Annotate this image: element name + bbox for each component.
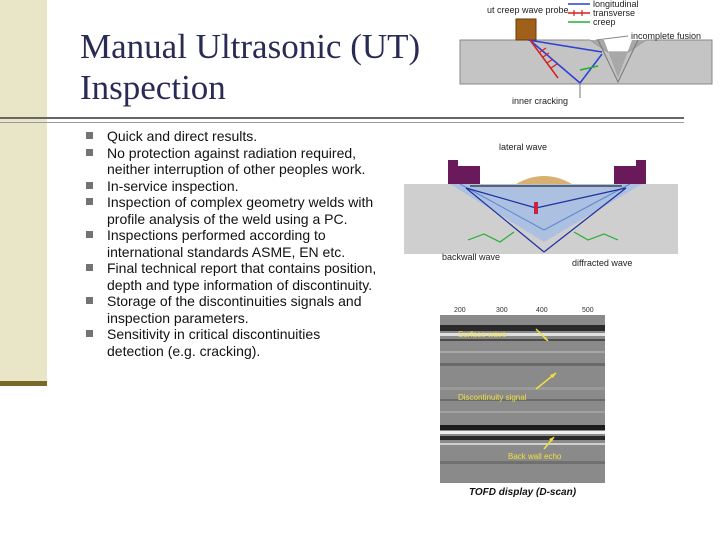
title-divider xyxy=(0,117,684,119)
title-divider-thin xyxy=(0,122,684,123)
bullet-item: No protection against radiation required… xyxy=(85,145,380,178)
surface-wave-label: Surface wave xyxy=(458,330,507,339)
creep-probe-shape xyxy=(515,18,537,41)
transmitter-probe xyxy=(448,166,480,184)
bullet-item: Quick and direct results. xyxy=(85,128,380,145)
bullet-text: Quick and direct results. xyxy=(107,128,258,144)
axis-tick-400: 400 xyxy=(536,307,548,314)
bullet-list: Quick and direct results. No protection … xyxy=(85,128,380,359)
creep-wave-figure: ut creep wave probe longitudinal transve… xyxy=(450,0,718,108)
title-line-2: Inspection xyxy=(80,68,226,107)
bullet-square-icon xyxy=(86,231,93,238)
axis-tick-300: 300 xyxy=(496,307,508,314)
backwall-echo-label: Back wall echo xyxy=(508,452,562,461)
bullet-item: In-service inspection. xyxy=(85,178,380,195)
left-accent-bar xyxy=(0,0,47,381)
dscan-figure: 200 300 400 500 Surface wave Discontinui… xyxy=(440,303,605,483)
axis-tick-200: 200 xyxy=(454,307,466,314)
title-line-1: Manual Ultrasonic (UT) xyxy=(80,27,421,66)
bullet-item: Inspections performed according to inter… xyxy=(85,227,380,260)
bullet-text: In-service inspection. xyxy=(107,177,239,194)
axis-tick-500: 500 xyxy=(582,307,594,314)
bullet-square-icon xyxy=(86,198,93,205)
bullet-square-icon xyxy=(86,297,93,304)
bullet-square-icon xyxy=(86,330,93,337)
lateral-wave-label: lateral wave xyxy=(499,142,547,152)
left-accent-bar-end xyxy=(0,381,47,386)
bullet-text: No protection against radiation required… xyxy=(107,144,366,178)
bullet-item: Sensitivity in critical discontinuities … xyxy=(85,326,380,359)
bullet-text: Inspections performed according to inter… xyxy=(107,227,346,260)
bullet-text: Inspection of complex geometry welds wit… xyxy=(107,194,374,227)
transverse-ray xyxy=(529,39,559,79)
legend-creep: creep xyxy=(593,17,616,27)
slide-title: Manual Ultrasonic (UT) Inspection xyxy=(80,26,460,108)
bullet-square-icon xyxy=(86,181,93,189)
legend-longitudinal: longitudinal xyxy=(593,0,639,9)
diffracted-wave-label: diffracted wave xyxy=(572,258,632,268)
bullet-text: Final technical report that contains pos… xyxy=(107,260,377,293)
incomplete-fusion-label: incomplete fusion xyxy=(631,31,701,41)
bullet-square-icon xyxy=(86,264,93,271)
dscan-caption: TOFD display (D-scan) xyxy=(468,487,577,498)
bullet-text: Storage of the discontinuities signals a… xyxy=(107,293,362,326)
inner-cracking-label: inner cracking xyxy=(512,96,568,106)
bullet-square-icon xyxy=(86,148,93,156)
bullet-item: Storage of the discontinuities signals a… xyxy=(85,293,380,326)
bullet-text: Sensitivity in critical discontinuities … xyxy=(107,326,321,359)
backwall-wave-label: backwall wave xyxy=(442,252,500,262)
defect-marker xyxy=(534,202,538,214)
discontinuity-signal-label: Discontinuity signal xyxy=(458,393,527,402)
legend-transverse: transverse xyxy=(593,8,635,18)
bullet-item: Final technical report that contains pos… xyxy=(85,260,380,293)
tofd-diagram: lateral wave backwall wave diffracted wa… xyxy=(404,138,678,278)
receiver-probe xyxy=(614,166,646,184)
bullet-square-icon xyxy=(86,132,93,139)
bullet-item: Inspection of complex geometry welds wit… xyxy=(85,194,380,227)
longitudinal-ray xyxy=(527,39,603,53)
creep-probe-label: ut creep wave probe xyxy=(487,5,569,15)
beam-cone xyxy=(450,184,642,242)
